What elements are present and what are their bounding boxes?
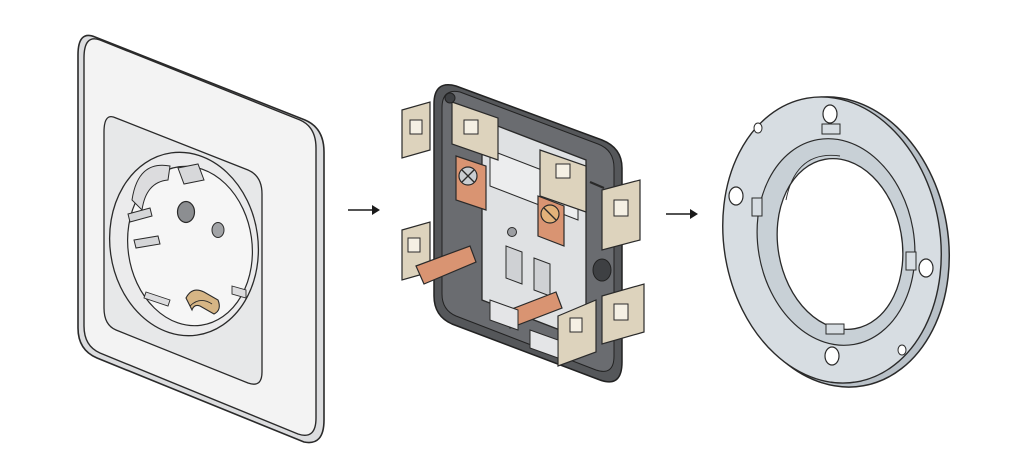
mounting-ring xyxy=(700,0,970,475)
arrow-right-icon xyxy=(662,204,702,224)
arrow-right-icon xyxy=(344,200,384,220)
socket-mechanism xyxy=(390,0,670,475)
socket-faceplate xyxy=(0,0,340,475)
socket-mechanism-icon xyxy=(401,84,645,383)
socket-faceplate-icon xyxy=(77,34,325,444)
mounting-ring-icon xyxy=(722,96,951,388)
